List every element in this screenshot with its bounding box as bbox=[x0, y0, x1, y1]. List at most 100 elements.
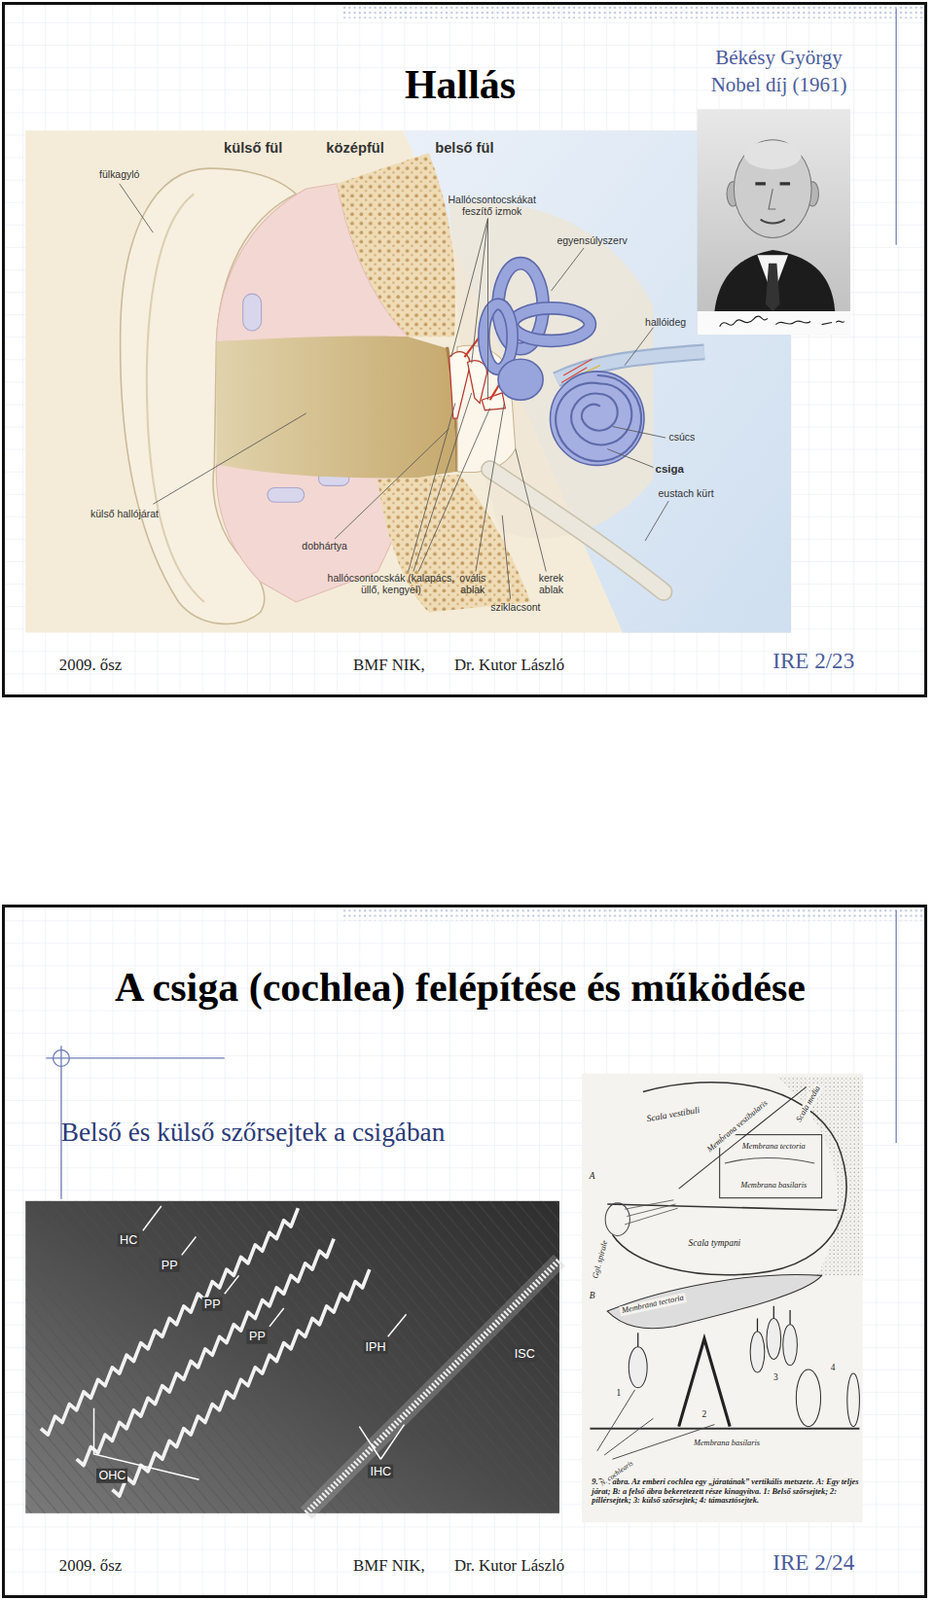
ear-illustration bbox=[490, 469, 664, 593]
callout-number: 4 bbox=[828, 1362, 838, 1373]
portrait-photo bbox=[754, 181, 791, 185]
ear-illustration bbox=[336, 152, 456, 337]
cochlea-section-drawing bbox=[766, 1318, 782, 1360]
slide-number: IRE 2/23 bbox=[772, 647, 855, 675]
footer-text: 2009. ősz bbox=[59, 655, 122, 675]
slide-frame: A csiga (cochlea) felépítése és működése… bbox=[1, 904, 928, 1599]
micrograph bbox=[143, 1206, 162, 1231]
ear-illustration bbox=[512, 308, 591, 342]
ear-illustration bbox=[449, 202, 654, 539]
micrograph-label: PP bbox=[202, 1297, 223, 1312]
cochlea-section-drawing bbox=[724, 1157, 815, 1164]
micrograph bbox=[181, 1237, 197, 1257]
ear-illustration bbox=[215, 335, 458, 478]
ear-illustration bbox=[243, 293, 262, 331]
footer-text: 2009. ősz bbox=[59, 1557, 122, 1577]
figure-label: Membrana basilaris bbox=[738, 1181, 809, 1191]
micrograph bbox=[269, 1308, 285, 1328]
micrograph bbox=[25, 1201, 560, 1514]
leader-line bbox=[645, 501, 669, 541]
leader-line bbox=[119, 183, 669, 600]
slide-subtitle: Belső és külső szőrsejtek a csigában bbox=[61, 1118, 446, 1150]
region-label: belső fül bbox=[434, 140, 494, 157]
cochlea-section-drawing bbox=[628, 1347, 647, 1389]
photo-caption: Békésy György bbox=[715, 45, 843, 70]
cochlea-section-drawing bbox=[795, 1369, 821, 1428]
part-label: egyensúlyszerv bbox=[556, 235, 627, 248]
portrait-photo bbox=[760, 219, 786, 224]
part-label: eustach kürt bbox=[657, 488, 714, 501]
cochlea-section-drawing bbox=[597, 1390, 716, 1460]
part-label: Hallócsontocskákat feszítő izmok bbox=[435, 194, 548, 218]
figure-label: B bbox=[587, 1291, 598, 1302]
portrait-photo bbox=[719, 316, 845, 327]
cochlea-section-drawing bbox=[750, 1331, 765, 1373]
leader-line bbox=[334, 429, 450, 539]
ear-illustration bbox=[336, 152, 456, 337]
leader-line bbox=[551, 248, 585, 291]
ear-illustration bbox=[550, 371, 646, 467]
region-label: külső fül bbox=[223, 140, 283, 157]
micrograph bbox=[25, 1201, 560, 1514]
photo-caption: Nobel díj (1961) bbox=[711, 72, 848, 97]
cochlea-section-drawing bbox=[783, 1325, 798, 1366]
part-label: fülkagyló bbox=[99, 169, 140, 181]
callout-number: 3 bbox=[771, 1372, 781, 1384]
footer-text: BMF NIK, bbox=[353, 1557, 426, 1577]
part-label: hallóideg bbox=[645, 317, 686, 329]
part-label: csiga bbox=[655, 463, 685, 476]
part-label: ovális ablak bbox=[451, 573, 495, 597]
micrograph bbox=[25, 1201, 560, 1514]
figure-label: Scala tympani bbox=[686, 1237, 744, 1249]
part-label: külső hallójárat bbox=[88, 508, 160, 521]
leader-line bbox=[624, 327, 653, 366]
micrograph bbox=[76, 1239, 334, 1467]
cochlea-section-drawing bbox=[638, 1306, 791, 1348]
cochlea-section-drawing bbox=[847, 1373, 861, 1428]
micrograph bbox=[111, 1269, 369, 1497]
slide-background bbox=[1, 904, 928, 1599]
cochlea-section-drawing bbox=[624, 1200, 679, 1225]
portrait-photo bbox=[765, 263, 781, 312]
cochlea-section-drawing bbox=[589, 1428, 860, 1431]
portrait-photo bbox=[697, 311, 851, 335]
callout-number: 1 bbox=[613, 1388, 623, 1400]
portrait-photo bbox=[697, 108, 851, 335]
cochlea-section-drawing bbox=[607, 1204, 837, 1211]
slide-background bbox=[895, 7, 898, 245]
cochlea-section-drawing bbox=[775, 1077, 863, 1277]
micrograph bbox=[40, 1208, 370, 1497]
ear-illustration bbox=[146, 193, 205, 603]
ear-illustration bbox=[25, 130, 791, 633]
cochlea-section-drawing bbox=[679, 1338, 730, 1427]
footer-text: BMF NIK, bbox=[353, 655, 426, 675]
ear-illustration bbox=[512, 308, 591, 342]
cochlea-section-drawing bbox=[612, 1082, 848, 1276]
cochlea-section-drawing bbox=[679, 1086, 807, 1189]
micrograph bbox=[359, 1425, 404, 1461]
micrograph bbox=[388, 1314, 407, 1337]
slide-number: IRE 2/24 bbox=[772, 1549, 855, 1577]
micrograph-label: ISC bbox=[512, 1347, 538, 1362]
cochlea-section-drawing bbox=[605, 1203, 630, 1237]
figure-label: A bbox=[587, 1170, 598, 1182]
leader-line bbox=[612, 427, 667, 439]
leader-line bbox=[502, 515, 510, 600]
part-label: kerek ablak bbox=[530, 573, 574, 597]
decorative-line bbox=[45, 1057, 225, 1059]
micrograph-label: IHC bbox=[368, 1465, 395, 1479]
leader-line bbox=[451, 218, 489, 401]
slide-background bbox=[895, 910, 898, 1144]
region-label: középfül bbox=[325, 140, 385, 157]
micrograph bbox=[224, 1275, 240, 1294]
micrograph-label: IPH bbox=[363, 1340, 389, 1355]
part-label: hallócsontocskák (kalapács, üllő, kengye… bbox=[324, 573, 458, 597]
portrait-photo bbox=[733, 140, 812, 239]
ear-illustration bbox=[25, 130, 791, 633]
part-label: dobhártya bbox=[301, 540, 348, 553]
leader-line bbox=[515, 449, 546, 573]
micrograph-label: OHC bbox=[96, 1469, 128, 1483]
